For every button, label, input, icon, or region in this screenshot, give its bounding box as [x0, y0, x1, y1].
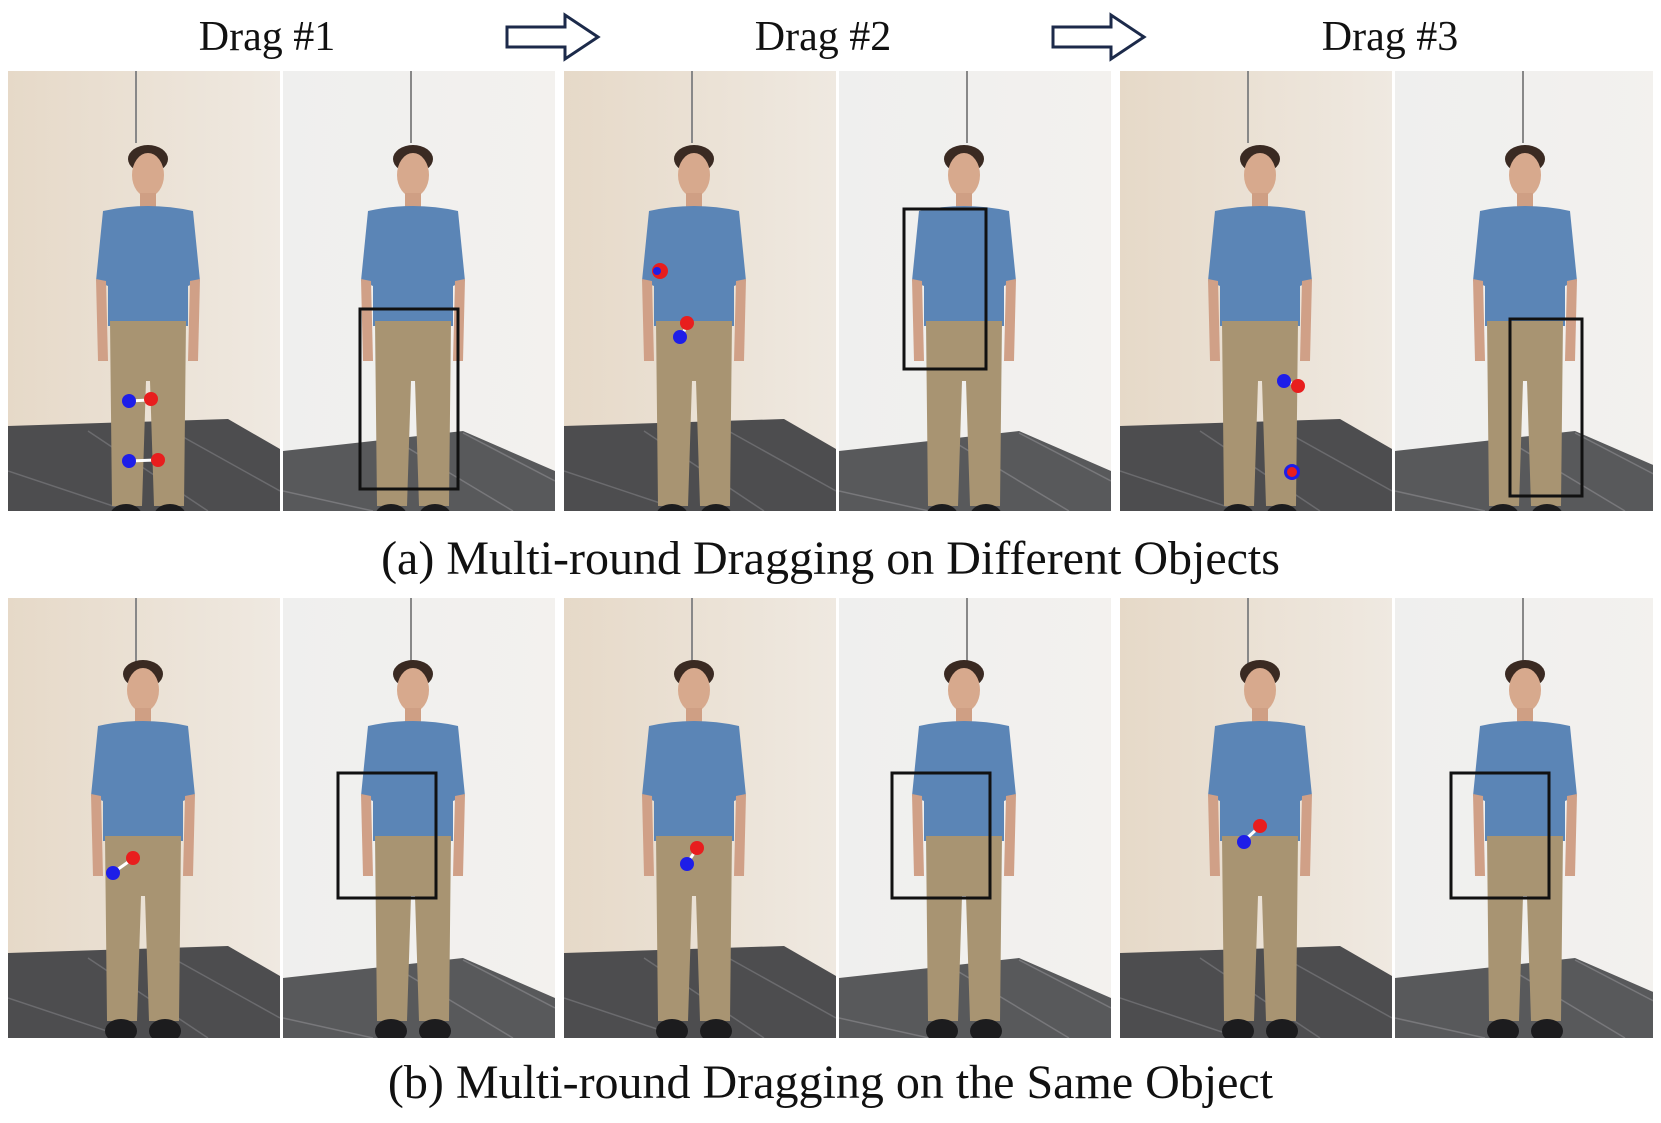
image-row-a-drag2-result: [839, 71, 1111, 511]
drag-arrow: [1237, 819, 1267, 849]
image-row-a-drag1-result: [283, 71, 555, 511]
right-arrow-icon: [1051, 12, 1147, 62]
drag-arrow: [122, 453, 165, 468]
drag-arrow: [106, 851, 140, 880]
header-drag-3: Drag #3: [1321, 14, 1459, 60]
edit-region-box: [1449, 771, 1551, 900]
image-row-b-drag2-result: [839, 598, 1111, 1038]
image-row-b-drag3-source: [1120, 598, 1392, 1038]
edit-region-box: [1508, 317, 1584, 498]
right-arrow-icon: [505, 12, 601, 62]
caption-b: (b) Multi-round Dragging on the Same Obj…: [387, 1056, 1274, 1109]
image-row-a-drag2-source: [564, 71, 836, 511]
image-row-a-drag3-result: [1395, 71, 1653, 511]
header-drag-2: Drag #2: [754, 14, 892, 60]
edit-region-box: [890, 771, 992, 900]
drag-arrow: [122, 392, 158, 408]
edit-region-box: [336, 771, 438, 900]
image-row-b-drag1-source: [8, 598, 280, 1038]
image-row-b-drag1-result: [283, 598, 555, 1038]
image-row-a-drag3-source: [1120, 71, 1392, 511]
drag-arrow: [652, 263, 668, 279]
header-drag-1: Drag #1: [198, 14, 336, 60]
image-row-b-drag2-source: [564, 598, 836, 1038]
drag-arrow: [1277, 374, 1305, 393]
edit-region-box: [358, 307, 460, 491]
drag-arrow: [1284, 464, 1300, 480]
edit-region-box: [902, 207, 988, 371]
drag-arrow: [673, 316, 694, 344]
image-row-a-drag1-source: [8, 71, 280, 511]
drag-arrow: [680, 841, 704, 871]
image-row-b-drag3-result: [1395, 598, 1653, 1038]
caption-a: (a) Multi-round Dragging on Different Ob…: [381, 532, 1280, 585]
